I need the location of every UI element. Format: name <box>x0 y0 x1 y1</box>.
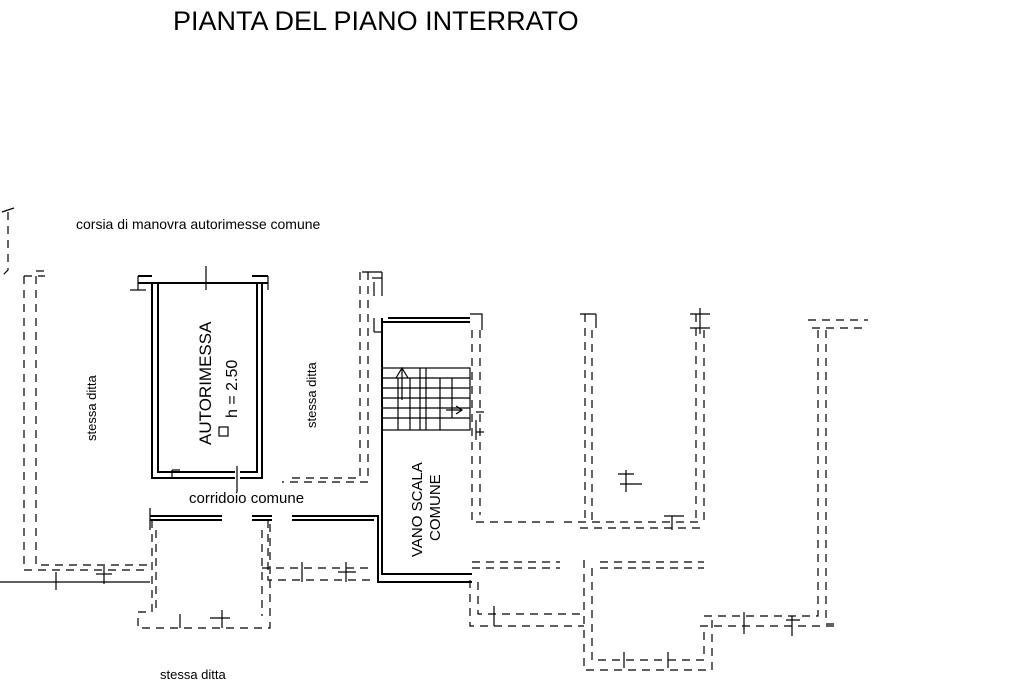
garage-marker-square <box>218 426 229 437</box>
bottom-middle-unit-walls <box>262 520 372 582</box>
bottom-unit-owner-label: stessa ditta <box>160 667 227 682</box>
plan-title: PIANTA DEL PIANO INTERRATO <box>173 6 579 36</box>
top-left-wall-fragment <box>0 207 15 279</box>
garage-name-label: AUTORIMESSA <box>196 321 215 445</box>
stairwell-label-line2: COMUNE <box>427 474 444 541</box>
maneuvering-lane-label: corsia di manovra autorimesse comune <box>76 216 321 232</box>
corridor-walls <box>149 508 472 583</box>
common-corridor-label: corridoio comune <box>189 490 304 507</box>
left-unit-walls <box>0 270 150 590</box>
garage-height-label: h = 2.50 <box>224 360 241 418</box>
middle-unit-owner-label: stessa ditta <box>304 361 319 428</box>
left-unit-owner-label: stessa ditta <box>84 374 99 441</box>
right-units-walls <box>469 308 868 671</box>
garage-walls <box>130 266 269 492</box>
staircase <box>381 366 471 431</box>
middle-unit-walls <box>282 271 383 483</box>
stairwell-walls <box>373 313 560 575</box>
stairwell-label-line1: VANO SCALA <box>409 462 426 557</box>
bottom-left-unit-walls <box>137 520 271 629</box>
